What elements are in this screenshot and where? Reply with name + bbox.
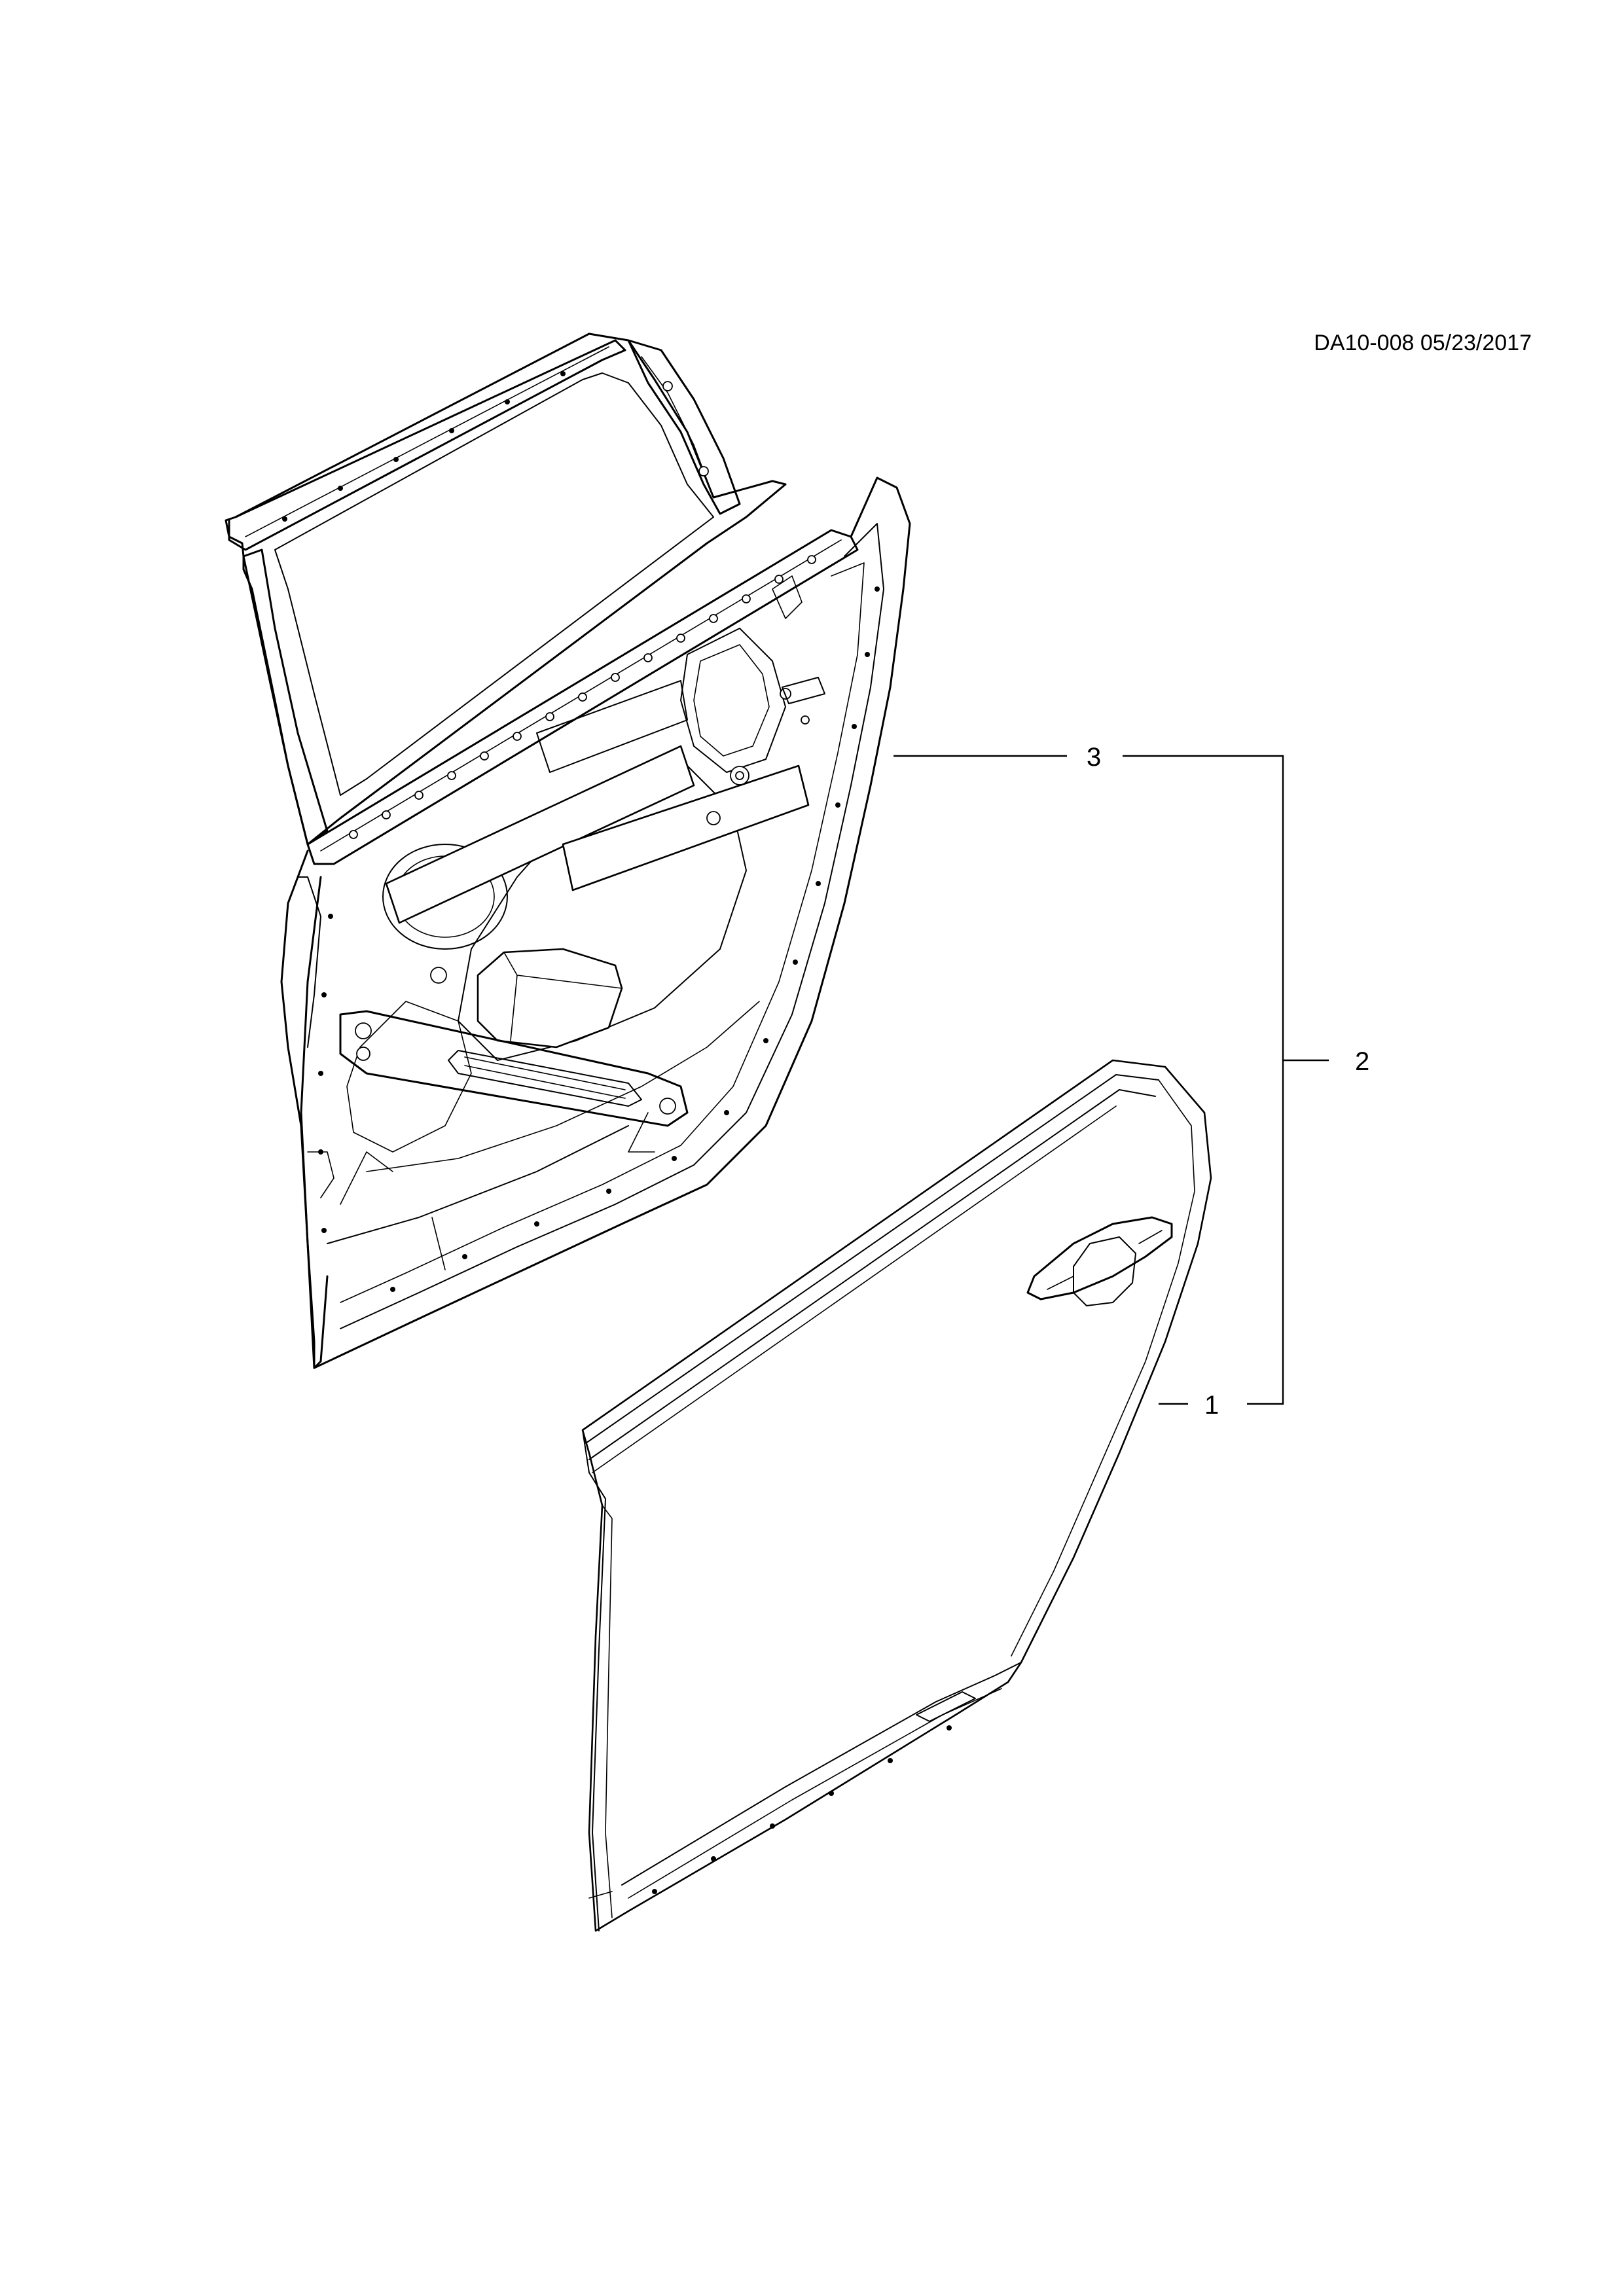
front-pillar (242, 548, 329, 846)
outer-panel-front-flange (582, 1429, 606, 1931)
sound-pad-right (562, 764, 810, 891)
callout-1: 1 (1204, 1391, 1219, 1420)
front-edge (280, 850, 329, 1369)
belt-reinforcement (306, 529, 859, 865)
door-frame-inner-panel (225, 332, 911, 1369)
window-regulator-motor (477, 948, 623, 1049)
drawing-reference-code: DA10-008 05/23/2017 (1314, 331, 1532, 355)
outer-panel-outline (581, 1059, 1212, 1932)
window-top-rail (228, 339, 626, 551)
flange-holes (318, 586, 880, 1292)
outer-door-handle (1026, 1216, 1173, 1300)
panel-access-cutout (680, 628, 786, 773)
callout-leaders (893, 755, 1329, 1405)
speaker-opening (382, 844, 508, 950)
outer-door-panel (581, 1059, 1212, 1932)
window-opening (274, 372, 714, 796)
upper-pad (536, 680, 688, 773)
outer-sill-holes (652, 1725, 952, 1894)
intrusion-beam (339, 1010, 689, 1127)
callout-3: 3 (1087, 743, 1101, 772)
lower-sill (327, 1125, 629, 1244)
rear-pillar (627, 339, 741, 515)
callout-2: 2 (1355, 1047, 1369, 1076)
outer-panel-sill-line (621, 1662, 1022, 1886)
handle-escutcheon (1073, 1236, 1136, 1306)
belt-hole-row (349, 555, 816, 839)
sound-pad-left (385, 745, 695, 924)
